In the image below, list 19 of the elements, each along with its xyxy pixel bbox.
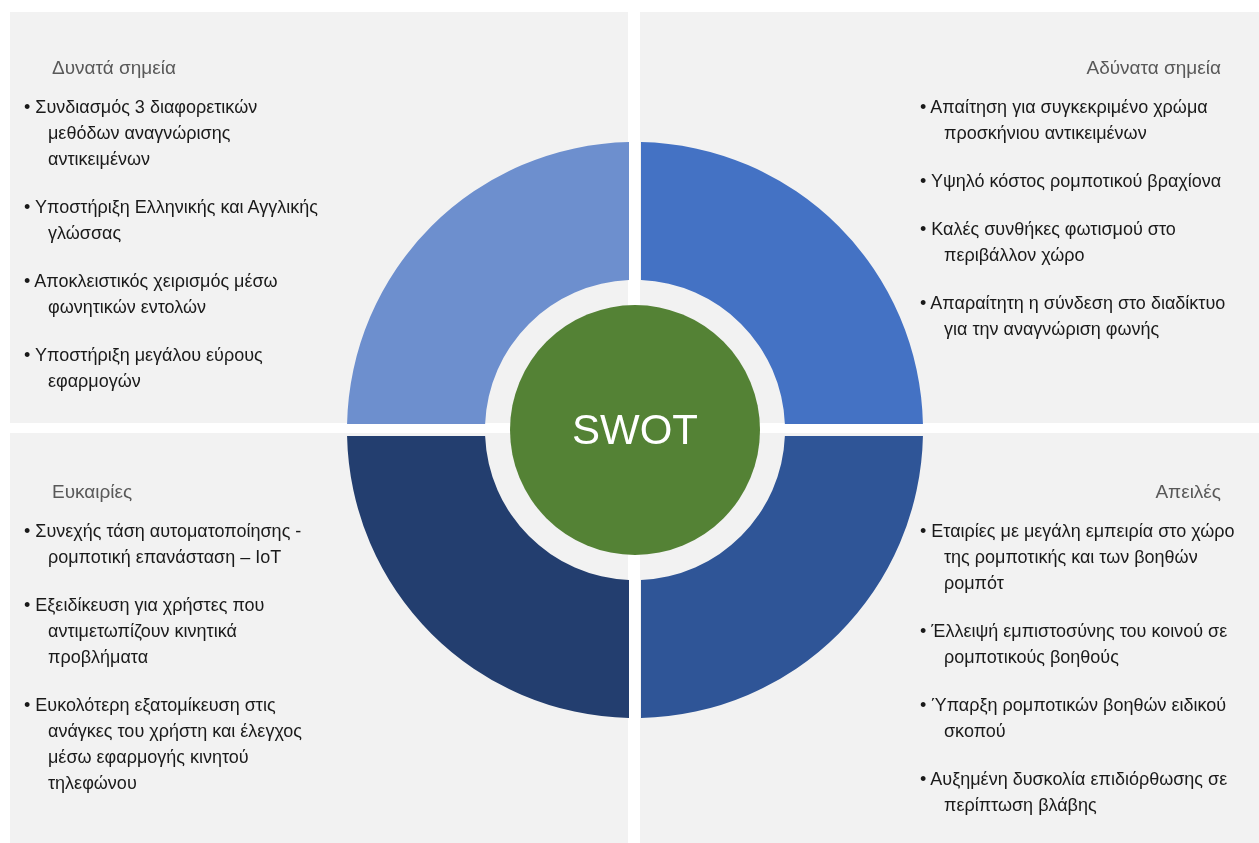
- bullet-item: • Αποκλειστικός χειρισμός μέσω φωνητικών εντολών: [24, 270, 279, 319]
- quadrant-heading: Απειλές: [1155, 481, 1221, 503]
- bullet-item: • Έλλειψή εμπιστοσύνης του κοινού σε ρομποτικούς βοηθούς: [920, 620, 1229, 669]
- quadrant-heading: Ευκαιρίες: [52, 481, 133, 503]
- quadrant-heading: Δυνατά σημεία: [52, 57, 176, 79]
- bullet-item: • Αυξημένη δυσκολία επιδιόρθωσης σε περίπτωση βλάβης: [920, 768, 1229, 817]
- bullet-item: • Συνεχής τάση αυτοματοποίησης - ρομποτική επανάσταση – IoT: [24, 520, 303, 569]
- quadrant-heading: Αδύνατα σημεία: [1086, 57, 1221, 79]
- bullet-item: • Υποστήριξη Ελληνικής και Αγγλικής γλώσσας: [24, 196, 319, 245]
- bullet-item: • Απαίτηση για συγκεκριμένο χρώμα προσκήνιου αντικειμένων: [920, 96, 1209, 145]
- bullet-item: • Συνδιασμός 3 διαφορετικών μεθόδων αναγνώρισης αντικειμένων: [24, 96, 259, 171]
- bullet-item: • Απαραίτητη η σύνδεση στο διαδίκτυο για την αναγνώριση φωνής: [920, 292, 1227, 341]
- bullet-item: • Ύπαρξη ρομποτικών βοηθών ειδικού σκοπού: [920, 694, 1228, 743]
- bullet-item: • Εταιρίες με μεγάλη εμπειρία στο χώρο της ρομποτικής και των βοηθών ρομπότ: [920, 520, 1236, 595]
- bullet-item: • Εξειδίκευση για χρήστες που αντιμετωπίζουν κινητικά προβλήματα: [24, 594, 266, 669]
- bullet-item: • Καλές συνθήκες φωτισμού στο περιβάλλον χώρο: [920, 218, 1177, 267]
- bullet-item: • Υποστήριξη μεγάλου εύρους εφαρμογών: [24, 344, 264, 393]
- bullet-item: • Υψηλό κόστος ρομποτικού βραχίονα: [920, 170, 1223, 193]
- bullet-item: • Ευκολότερη εξατομίκευση στις ανάγκες του χρήστη και έλεγχος μέσω εφαρμογής κινητού τηλεφώνου: [24, 694, 304, 795]
